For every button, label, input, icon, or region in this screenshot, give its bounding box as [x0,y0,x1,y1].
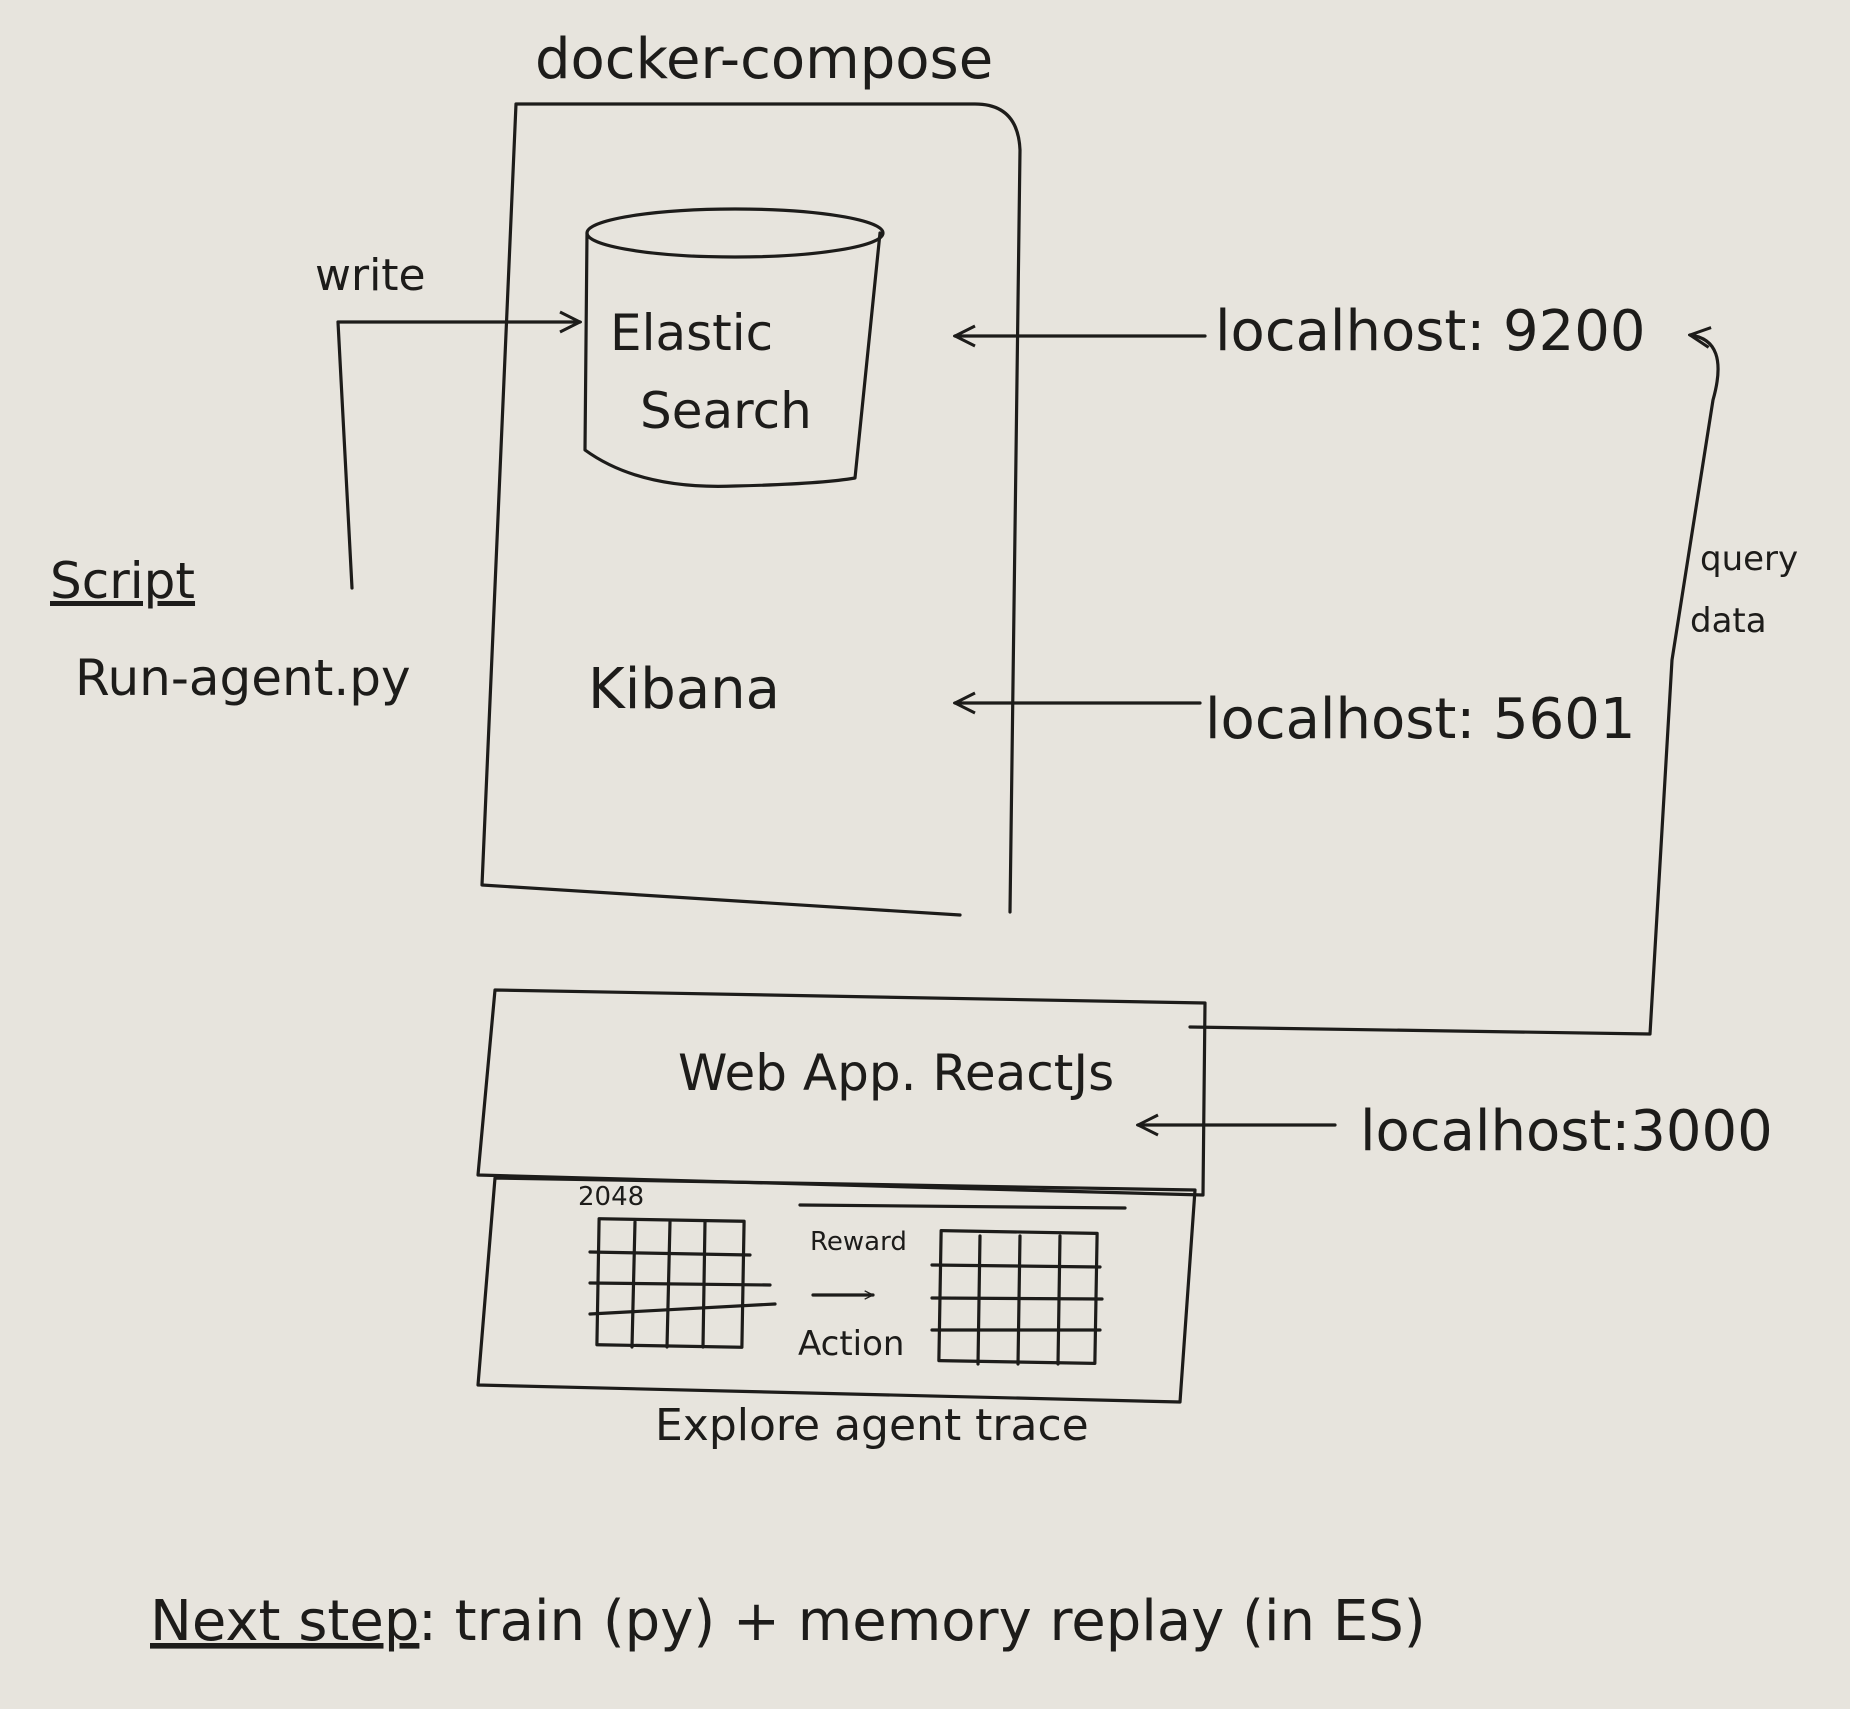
kibana-label: Kibana [588,657,780,722]
write-label: write [315,250,426,301]
game-board-before [588,1217,777,1349]
board-label: 2048 [578,1182,644,1212]
docker-compose-box [480,102,1022,917]
query-label-line2: data [1690,601,1767,641]
action-label: Action [798,1324,904,1364]
elasticsearch-label-line2: Search [640,382,812,440]
webapp-box [476,988,1207,1197]
elasticsearch-database-icon [583,207,885,488]
webapp-label: Web App. ReactJs [678,1044,1114,1102]
next-step-heading: Next step [150,1589,419,1654]
next-step-text: : train (py) + memory replay (in ES) [418,1589,1426,1654]
port-kibana-label: localhost: 5601 [1205,687,1636,752]
reward-label: Reward [810,1227,907,1257]
game-board-after [930,1229,1104,1366]
port-elastic-label: localhost: 9200 [1215,299,1646,364]
agent-trace-panel [476,1176,1197,1404]
elasticsearch-label-line1: Elastic [610,304,773,362]
trace-caption: Explore agent trace [655,1400,1089,1451]
docker-compose-title: docker-compose [535,27,993,92]
script-name: Run-agent.py [75,649,411,707]
write-arrow [336,322,580,590]
script-heading: Script [50,552,195,610]
query-data-arrow [1188,335,1720,1036]
port-webapp-label: localhost:3000 [1360,1099,1773,1164]
query-label-line1: query [1700,539,1798,579]
